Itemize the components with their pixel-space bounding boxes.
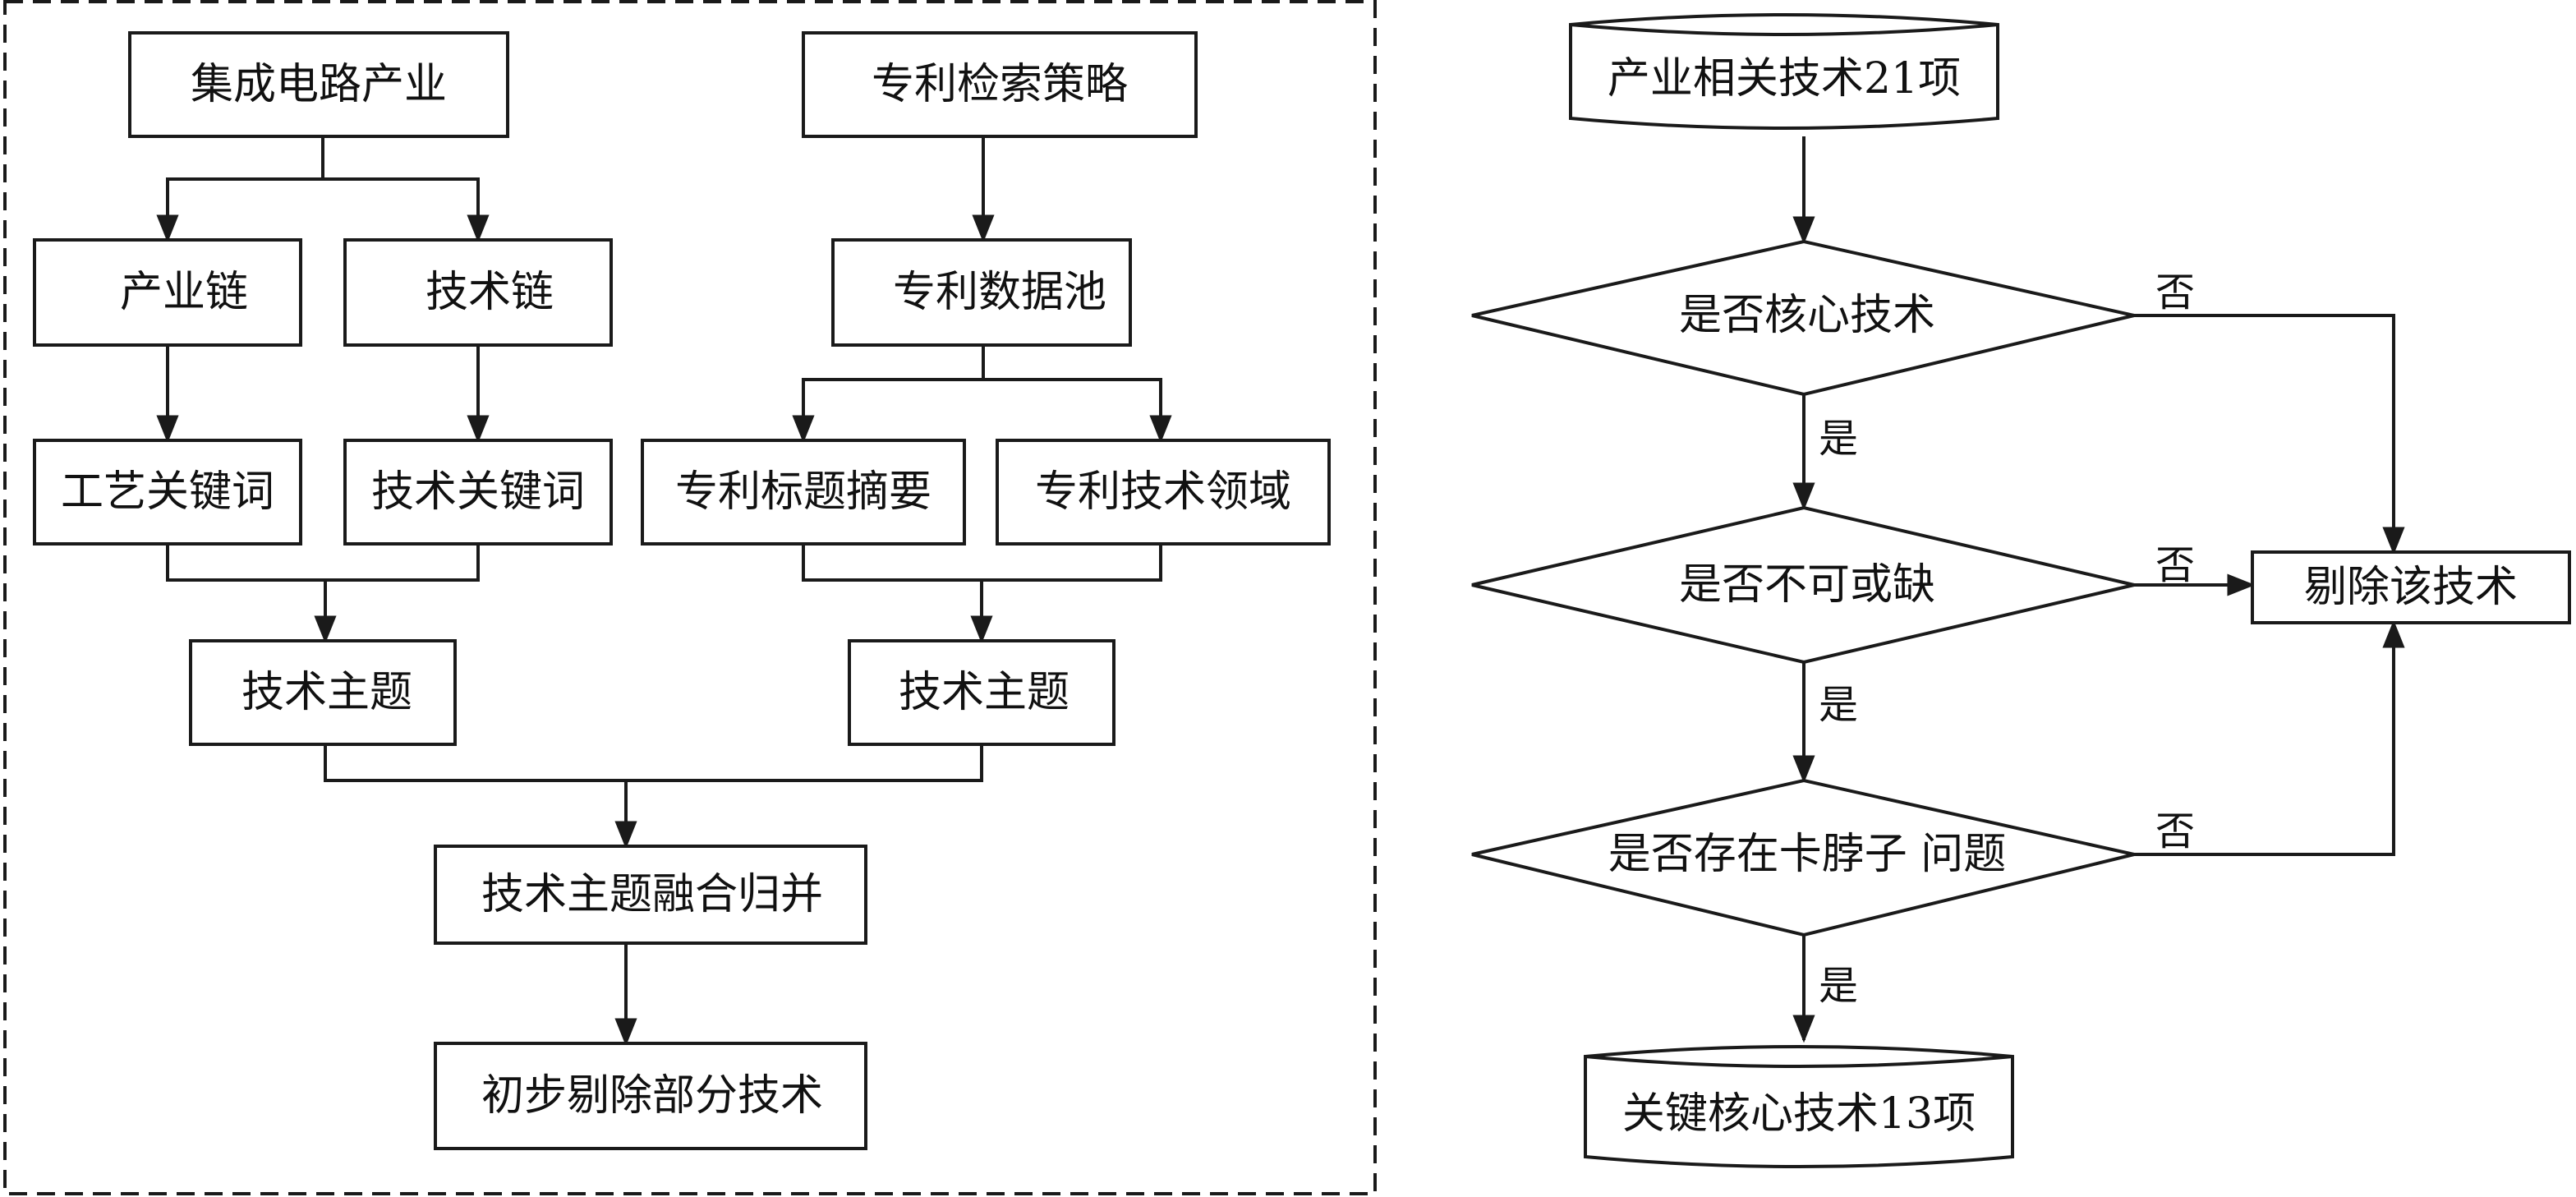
node-process-keywords: 工艺关键词 [33,439,302,546]
node-remove-tech: 剔除该技术 [2251,550,2571,624]
edge-label-no-3: 否 [2155,808,2195,854]
node-tech-chain: 技术链 [343,238,613,347]
node-patent-title-abstract: 专利标题摘要 [641,439,966,546]
node-tech-topic-left-label: 技术主题 [242,668,412,717]
node-is-core-diamond: 是否核心技术 [1471,239,2135,397]
left-flow-edges [156,136,1172,1047]
node-industry-chain: 产业链 [33,238,302,347]
node-process-keywords-label: 工艺关键词 [61,467,274,517]
edge-patent-merge [802,544,1162,582]
edge-label-no-2: 否 [2155,542,2195,588]
left-flow-frame [3,0,1377,1195]
node-initial-removal: 初步剔除部分技术 [434,1042,867,1150]
node-remove-tech-label: 剔除该技术 [2304,563,2518,612]
edge-industry-to-tech-chain [323,177,490,243]
node-tech-topic-left: 技术主题 [189,639,457,746]
edge-chokepoint-no-to-remove [2134,619,2405,856]
edge-industry-to-industry-chain [156,136,324,243]
node-end-cylinder: 关键核心技术13项 [1584,1045,2014,1168]
node-tech-chain-label: 技术链 [426,268,554,317]
node-is-indispensable-diamond: 是否不可或缺 [1471,505,2135,665]
node-start-cylinder: 产业相关技术21项 [1569,13,1999,130]
node-patent-tech-field-label: 专利技术领域 [1035,467,1291,517]
node-patent-title-abstract-label: 专利标题摘要 [675,467,932,517]
node-tech-keywords: 技术关键词 [343,439,613,546]
node-tech-keywords-label: 技术关键词 [371,467,585,517]
node-patent-pool: 专利数据池 [831,238,1132,347]
node-is-core-label: 是否核心技术 [1679,291,1935,340]
edge-label-no-1: 否 [2155,269,2195,315]
node-topic-merge: 技术主题融合归并 [434,845,867,945]
edge-pool-to-title-abstract [792,345,985,444]
node-patent-strategy-label: 专利检索策略 [872,60,1128,109]
edge-keywords-merge [166,544,480,582]
edge-label-yes-2: 是 [1819,682,1858,728]
node-industry-chain-label: 产业链 [120,268,248,317]
node-patent-tech-field: 专利技术领域 [996,439,1331,546]
node-tech-topic-right-label: 技术主题 [899,668,1070,717]
edge-label-yes-3: 是 [1819,963,1858,1009]
node-is-chokepoint-diamond: 是否存在卡脖子 问题 [1471,778,2135,937]
node-ic-industry-label: 集成电路产业 [191,60,447,109]
node-patent-strategy: 专利检索策略 [802,31,1198,138]
edge-label-yes-1: 是 [1819,416,1858,462]
node-initial-removal-label: 初步剔除部分技术 [481,1071,823,1121]
edge-pool-to-tech-field [983,378,1172,444]
node-start-label: 产业相关技术21项 [1608,54,1961,104]
right-flow-edges [1792,136,2405,1043]
node-tech-topic-right: 技术主题 [848,639,1116,746]
edge-topics-merge [324,744,983,782]
node-end-label: 关键核心技术13项 [1622,1089,1976,1139]
node-topic-merge-label: 技术主题融合归并 [481,870,823,919]
node-patent-pool-label: 专利数据池 [893,268,1106,317]
edge-core-no-to-remove [2134,314,2405,555]
node-ic-industry: 集成电路产业 [128,31,509,138]
node-is-indispensable-label: 是否不可或缺 [1679,560,1935,610]
node-is-chokepoint-label: 是否存在卡脖子 问题 [1608,830,2007,879]
